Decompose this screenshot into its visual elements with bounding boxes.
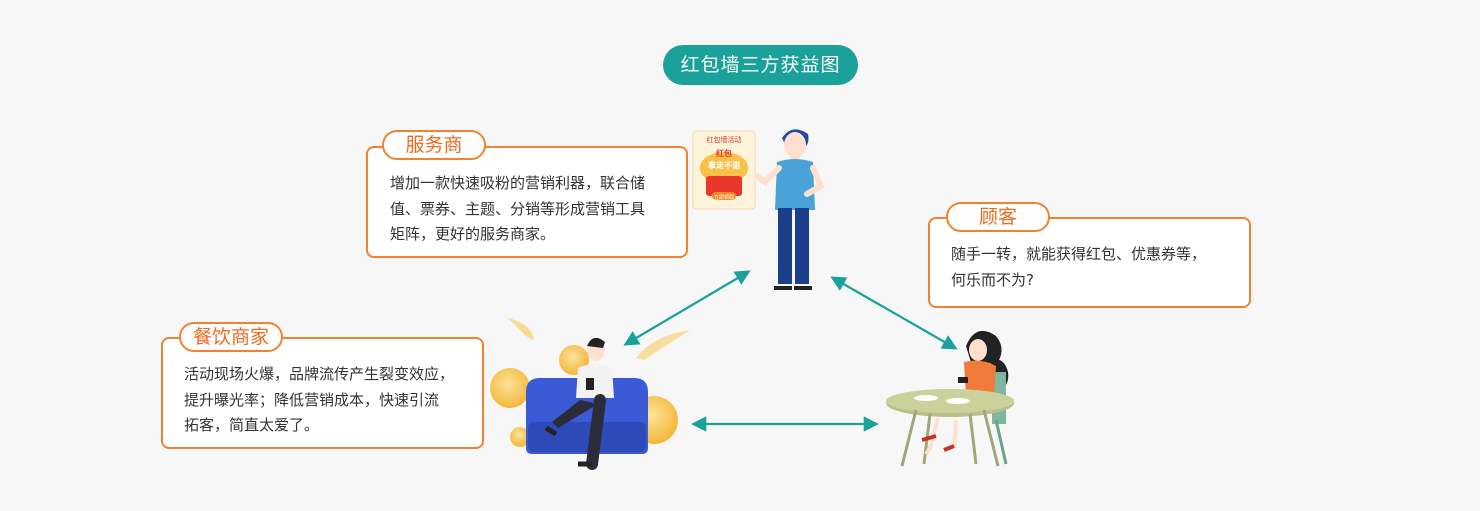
merchant-card xyxy=(161,337,484,449)
diagram-title: 红包墙三方获益图 xyxy=(663,45,858,85)
merchant-text: 活动现场火爆，品牌流传产生裂变效应， 提升曝光率；降低营销成本，快速引流 拓客，… xyxy=(184,362,454,439)
provider-line: 值、票券、主题、分销等形成营销工具 xyxy=(390,199,646,218)
poster-button: 立即领取 xyxy=(714,194,734,201)
merchant-line: 活动现场火爆，品牌流传产生裂变效应， xyxy=(184,365,455,383)
provider-tag: 服务商 xyxy=(382,130,486,160)
customer-tag: 顾客 xyxy=(946,202,1050,232)
provider-card xyxy=(366,146,688,258)
customer-card xyxy=(928,217,1251,308)
provider-text: 增加一款快速吸粉的营销利器，联合储 值、票券、主题、分销等形成营销工具 矩阵，更… xyxy=(390,171,645,248)
customer-text: 随手一转，就能获得红包、优惠券等， 何乐而不为? xyxy=(951,242,1206,293)
arrow-provider-merchant xyxy=(623,270,751,346)
poster-line3: 拿走不谢 xyxy=(707,160,740,170)
merchant-scene xyxy=(490,318,690,470)
red-packet-poster: 红包墙活动 红包 拿走不谢 立即领取 xyxy=(692,130,756,210)
poster-line1: 红包墙活动 xyxy=(707,135,742,144)
merchant-line: 提升曝光率；降低营销成本，快速引流 xyxy=(184,390,440,409)
provider-person xyxy=(754,129,825,290)
provider-line: 增加一款快速吸粉的营销利器，联合储 xyxy=(390,174,646,192)
merchant-line: 拓客，简直太爱了。 xyxy=(184,416,320,434)
customer-line: 何乐而不为? xyxy=(951,270,1034,289)
merchant-tag: 餐饮商家 xyxy=(179,322,283,352)
customer-line: 随手一转，就能获得红包、优惠券等， xyxy=(951,245,1207,263)
customer-scene xyxy=(886,330,1014,467)
provider-line: 矩阵，更好的服务商家。 xyxy=(390,225,556,243)
arrow-provider-customer xyxy=(830,276,958,350)
poster-line2: 红包 xyxy=(716,148,732,158)
